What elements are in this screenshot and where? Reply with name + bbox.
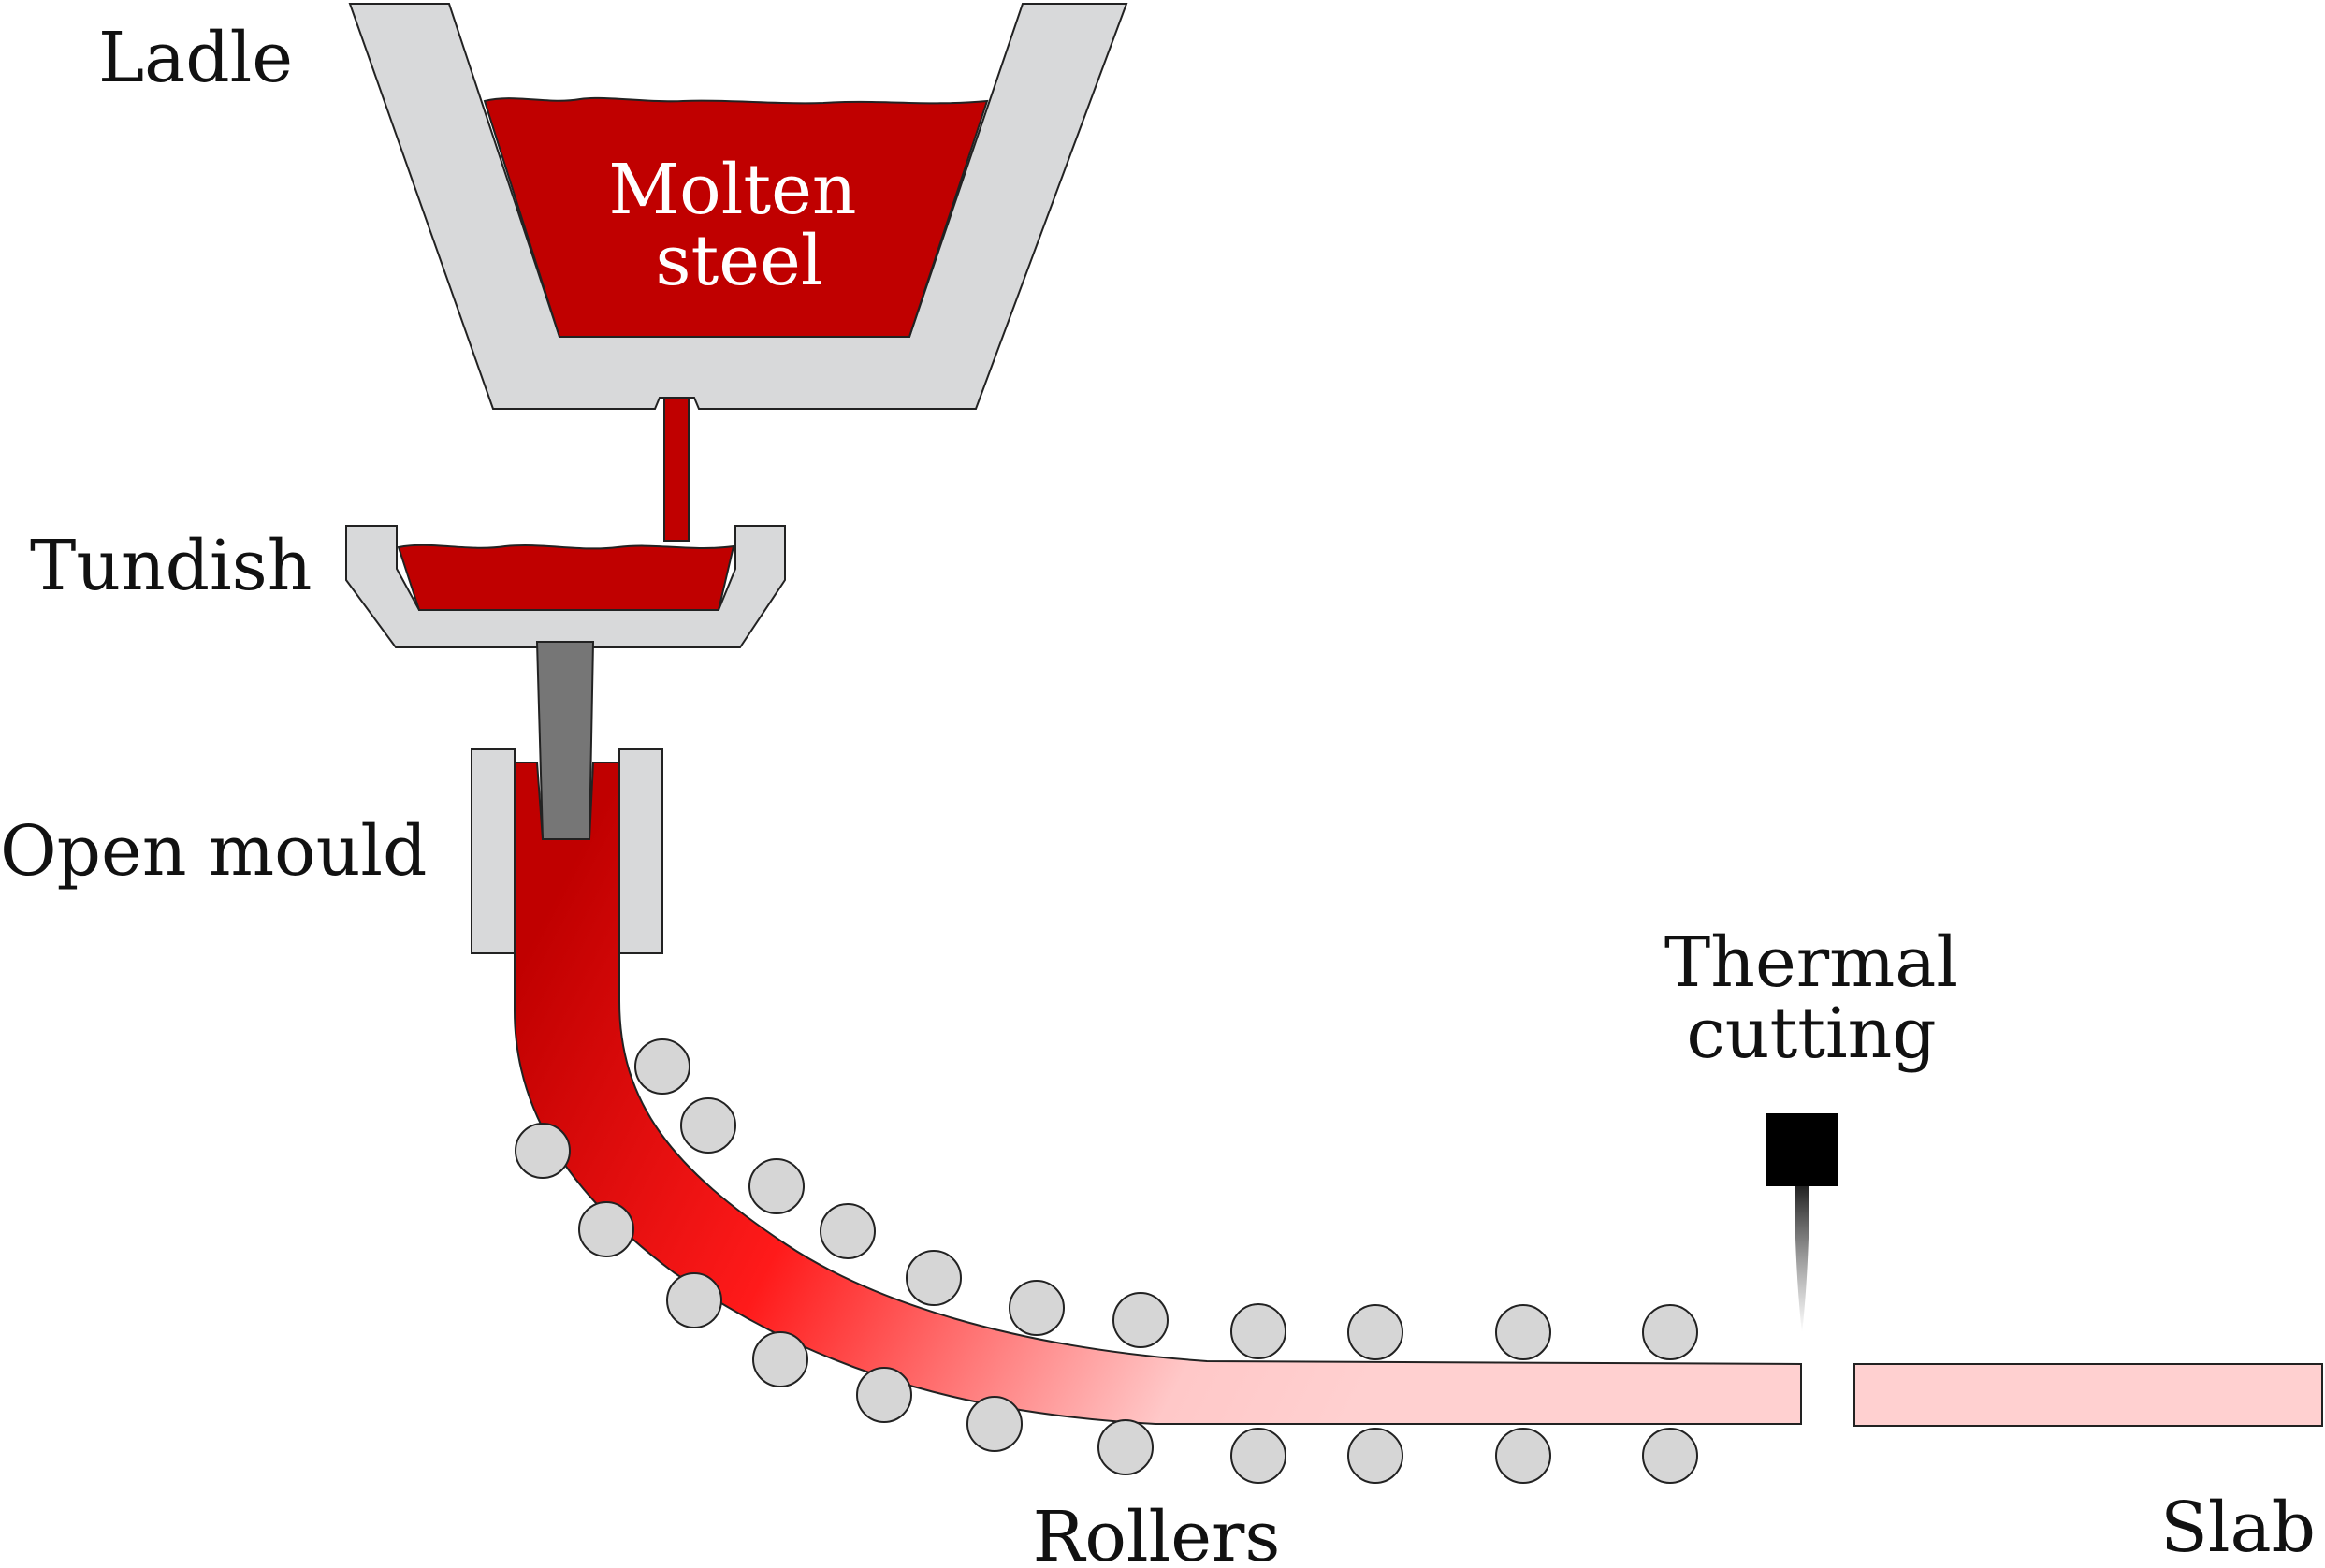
roller-icon: [634, 1038, 690, 1095]
rollers-group: [515, 1038, 1698, 1484]
roller-icon: [1097, 1419, 1154, 1475]
roller-icon: [1495, 1304, 1551, 1360]
label-slab: Slab: [2160, 1488, 2316, 1568]
roller-icon: [1642, 1304, 1698, 1360]
label-tundish: Tundish: [30, 526, 312, 606]
roller-icon: [1112, 1292, 1169, 1348]
ladle: [348, 3, 1128, 542]
roller-icon: [752, 1331, 808, 1387]
label-molten-steel-line1: Molten: [608, 150, 856, 230]
roller-icon: [666, 1272, 722, 1328]
roller-icon: [820, 1203, 876, 1259]
roller-icon: [515, 1123, 571, 1179]
ladle-molten-steel: [483, 96, 989, 338]
cutting-flame: [1795, 1186, 1809, 1333]
open-mould: [471, 748, 663, 954]
label-open-mould: Open mould: [0, 811, 427, 892]
roller-icon: [966, 1396, 1023, 1452]
ladle-pour-stream: [663, 397, 690, 542]
thermal-cutter-icon: [1766, 1113, 1838, 1333]
submerged-entry-nozzle: [535, 641, 595, 840]
roller-icon: [680, 1097, 736, 1154]
label-molten-steel-line2: steel: [656, 221, 823, 301]
cutter-head: [1766, 1113, 1838, 1186]
roller-icon: [748, 1158, 805, 1214]
slab: [1853, 1363, 2323, 1427]
roller-icon: [1642, 1428, 1698, 1484]
roller-icon: [856, 1367, 912, 1423]
label-thermal-cutting-line2: cutting: [1686, 994, 1936, 1074]
label-ladle: Ladle: [98, 18, 293, 98]
tundish-molten-steel: [397, 544, 735, 611]
roller-icon: [1347, 1304, 1403, 1360]
roller-icon: [906, 1250, 962, 1306]
label-thermal-cutting-line1: Thermal: [1664, 922, 1958, 1003]
mould-wall-left: [471, 748, 516, 954]
label-rollers: Rollers: [1033, 1497, 1281, 1568]
roller-icon: [1230, 1303, 1286, 1359]
tundish-body: [345, 525, 786, 648]
roller-icon: [1495, 1428, 1551, 1484]
roller-icon: [1009, 1280, 1065, 1336]
mould-wall-right: [618, 748, 663, 954]
tundish: [345, 525, 786, 840]
roller-icon: [1230, 1428, 1286, 1484]
roller-icon: [578, 1201, 634, 1257]
roller-icon: [1347, 1428, 1403, 1484]
